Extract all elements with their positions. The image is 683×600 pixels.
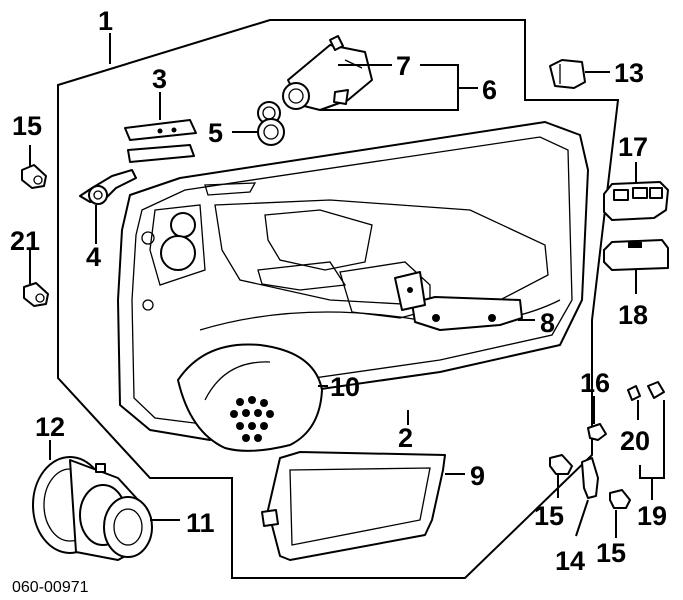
figure-id: 060-00971 [12,579,89,596]
callout-2: 2 [398,423,413,453]
callout-16: 16 [580,368,610,398]
screw-15-right [609,489,631,509]
callouts: 1 2 3 4 5 6 7 8 9 10 11 12 13 14 15 15 1… [10,6,667,576]
callout-15-left: 15 [12,111,42,141]
callout-14: 14 [555,546,585,576]
clip-19-20 [627,381,665,401]
callout-11: 11 [186,508,215,538]
callout-13: 13 [614,58,644,88]
callout-1: 1 [98,6,113,36]
callout-4: 4 [86,242,101,272]
window-switch [603,181,669,221]
callout-7: 7 [396,51,411,81]
speaker-assembly [32,456,153,561]
clip-13 [549,59,586,89]
map-pocket [261,451,446,561]
screw-15-left [21,164,47,189]
callout-15-center: 15 [534,501,564,531]
callout-21: 21 [10,226,40,256]
callout-17: 17 [618,132,648,162]
assembly-boundary [57,19,620,579]
grommet-16 [587,423,607,441]
callout-9: 9 [470,461,485,491]
leader-lines [29,33,665,538]
regulator-handle [282,35,373,111]
callout-19: 19 [637,501,667,531]
screw-21 [23,282,49,307]
callout-18: 18 [618,300,648,330]
armrest-bracket [394,271,523,331]
handle-bezel-rod [79,169,137,205]
screw-15-center [549,454,573,475]
callout-20: 20 [620,426,650,456]
inside-handle [124,119,197,163]
regulator-washer [257,101,285,146]
callout-15-right: 15 [596,538,626,568]
lock-switch [603,239,669,271]
speaker-grille [177,343,323,452]
callout-10: 10 [330,372,360,402]
callout-3: 3 [152,64,167,94]
callout-12: 12 [35,412,65,442]
callout-6: 6 [482,75,497,105]
bracket-14 [581,457,599,499]
callout-5: 5 [208,118,223,148]
callout-8: 8 [540,308,555,338]
